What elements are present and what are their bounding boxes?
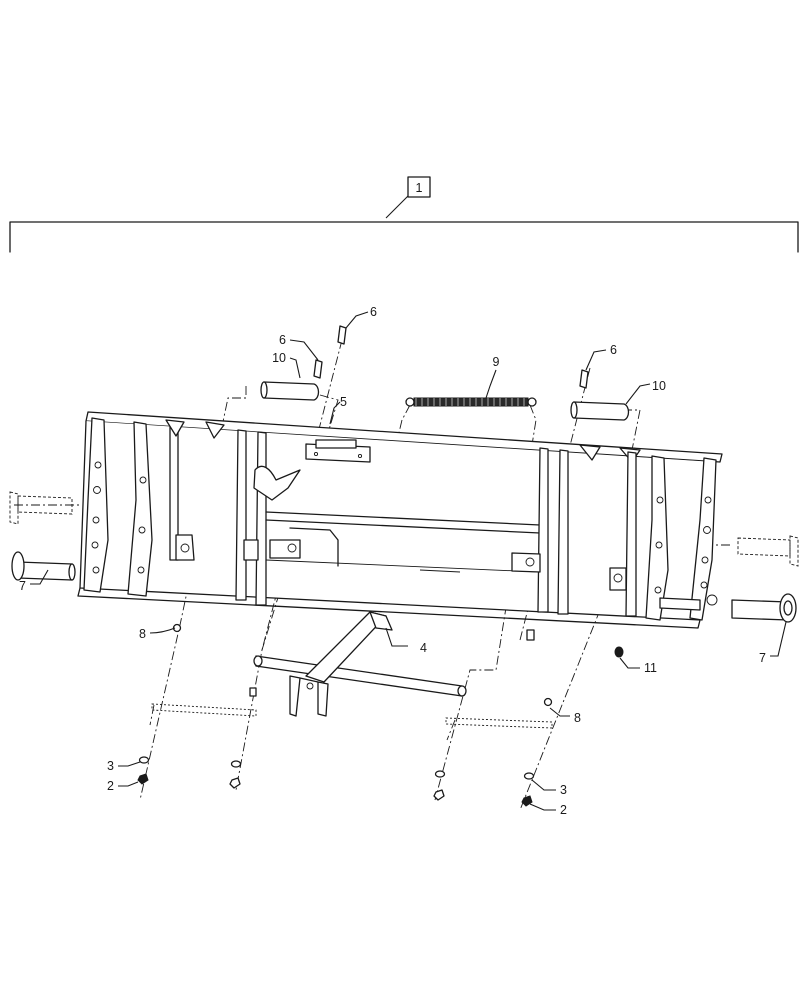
- callouts: 2 3 4 5 6 6 6 7 7 8 8 9 10 10 11 3 2: [19, 305, 766, 817]
- lever: [253, 611, 467, 717]
- assembly-bracket: 1: [9, 176, 799, 253]
- shaft-left: [11, 551, 76, 581]
- callout-6-a: 6: [279, 333, 286, 347]
- callout-2-right: 2: [560, 803, 567, 817]
- leader-lines: [30, 311, 787, 811]
- main-frame: [77, 411, 723, 629]
- callout-6-c: 6: [610, 343, 617, 357]
- callout-assembly: 1: [416, 181, 423, 195]
- callout-11: 11: [644, 661, 657, 675]
- pins: [313, 325, 589, 389]
- callout-8-right: 8: [574, 711, 581, 725]
- spring: [405, 397, 537, 407]
- shaft-right: [731, 593, 797, 623]
- link-left: [151, 703, 257, 717]
- shaft-left-phantom: [9, 491, 73, 525]
- callout-10-right: 10: [652, 379, 666, 393]
- callout-2-left: 2: [107, 779, 114, 793]
- hardware: [137, 623, 624, 807]
- shaft-right-phantom: [737, 535, 799, 567]
- callout-7-left: 7: [19, 579, 26, 593]
- callout-4: 4: [420, 641, 427, 655]
- callout-9: 9: [493, 355, 500, 369]
- callout-6-b: 6: [370, 305, 377, 319]
- callout-5: 5: [340, 395, 347, 409]
- roller-left: [260, 381, 320, 401]
- callout-7-right: 7: [759, 651, 766, 665]
- callout-10-left: 10: [272, 351, 286, 365]
- callout-8-left: 8: [139, 627, 146, 641]
- link-right: [445, 717, 553, 729]
- callout-3-right: 3: [560, 783, 567, 797]
- roller-right: [570, 401, 630, 421]
- callout-3-left: 3: [107, 759, 114, 773]
